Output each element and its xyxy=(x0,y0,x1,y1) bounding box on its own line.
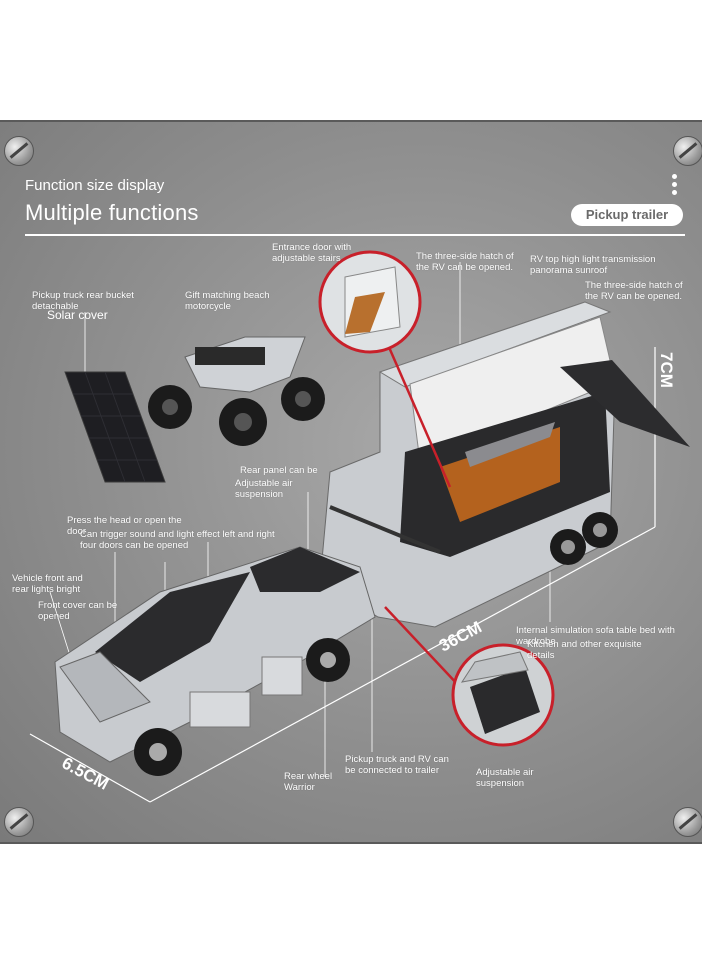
more-dots-icon xyxy=(672,174,678,198)
callout-sofa-bed: Internal simulation sofa table bed with … xyxy=(516,625,675,647)
callout-adjustable-air-1: Adjustable air suspension xyxy=(235,478,293,500)
rv-trailer xyxy=(319,301,690,628)
callout-beach-motorcycle: Gift matching beach motorcycle xyxy=(185,290,270,312)
header-title: Multiple functions xyxy=(25,200,199,225)
callout-entrance-door: Entrance door with adjustable stairs xyxy=(272,242,352,264)
detail-callouts xyxy=(318,250,555,747)
dimension-lines xyxy=(29,347,656,803)
callout-connected: Pickup truck and RV can be connected to … xyxy=(345,754,449,776)
dimension-height: 7CM xyxy=(656,352,676,388)
callout-rear-wheel: Rear wheel Warrior xyxy=(284,771,333,793)
callout-trigger-sound: Can trigger sound and light effect left … xyxy=(80,529,275,551)
header-subtitle: Function size display xyxy=(25,177,165,194)
screw-top-right-icon xyxy=(673,136,702,166)
screw-bottom-left-icon xyxy=(4,807,34,837)
callout-adjustable-air-2: Adjustable air suspension xyxy=(476,767,534,789)
callout-hatch-1: The three-side hatch of the RV can be op… xyxy=(416,251,514,273)
callout-sunroof: RV top high light transmission panorama … xyxy=(530,254,656,276)
callout-rear-bucket: Pickup truck rear bucket detachable xyxy=(32,290,134,312)
product-illustration xyxy=(29,250,690,803)
callout-front-rear-lights: Vehicle front and rear lights bright xyxy=(12,573,83,595)
callout-front-cover: Front cover can be opened xyxy=(38,600,118,622)
pickup-truck xyxy=(54,546,376,776)
header-divider xyxy=(25,234,685,236)
solar-cover xyxy=(64,371,166,483)
product-panel: Function size display Multiple functions… xyxy=(0,120,702,844)
screw-top-left-icon xyxy=(4,136,34,166)
screw-bottom-right-icon xyxy=(673,807,702,837)
pickup-trailer-badge: Pickup trailer xyxy=(571,204,683,226)
callout-kitchen: Kitchen and other exquisite details xyxy=(527,639,642,661)
callout-press-head: Press the head or open the door xyxy=(67,515,182,537)
callout-solar-cover: Solar cover xyxy=(47,308,108,322)
beach-motorcycle xyxy=(148,336,325,446)
callout-hatch-2: The three-side hatch of the RV can be op… xyxy=(585,280,683,302)
callout-rear-panel: Rear panel can be xyxy=(240,465,318,476)
